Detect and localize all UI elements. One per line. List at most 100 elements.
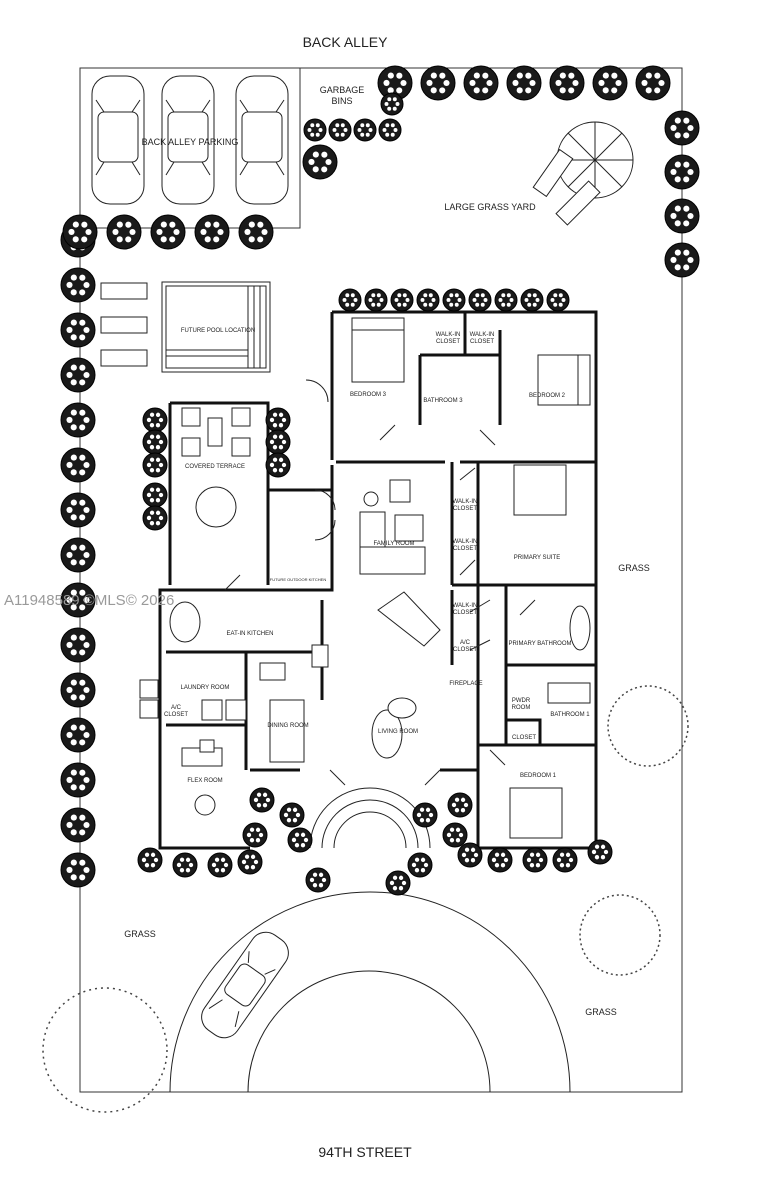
flex-room-label: FLEX ROOM	[187, 778, 222, 784]
driveway-car	[201, 931, 289, 1039]
tree-icon	[494, 288, 518, 312]
family-room-label: FAMILY ROOM	[373, 541, 414, 547]
tree-icon	[412, 802, 438, 828]
tree-icon	[416, 288, 440, 312]
circular-driveway	[169, 891, 571, 1093]
tree-icon	[385, 870, 411, 896]
grass-left-label: GRASS	[124, 929, 156, 939]
grass-bottom-label: GRASS	[585, 1007, 617, 1017]
furniture	[139, 317, 591, 839]
tree-icon	[380, 92, 404, 116]
doors	[224, 379, 536, 849]
tree-icon	[664, 198, 700, 234]
bathroom-1-label: BATHROOM 1	[550, 712, 590, 718]
tree-icon	[546, 288, 570, 312]
covered-terrace-label: COVERED TERRACE	[185, 464, 245, 470]
tree-icon	[60, 807, 96, 843]
tree-icon	[265, 407, 291, 433]
tree-icon	[242, 822, 268, 848]
tree-icon	[249, 787, 275, 813]
primary-bathroom-label: PRIMARY BATHROOM	[508, 641, 571, 647]
tree-icon	[664, 154, 700, 190]
ac-closet-label: A/C	[171, 705, 182, 711]
tree-icon	[265, 452, 291, 478]
yard-umbrella-loungers	[532, 121, 634, 226]
walk-in-closet-label: WALK-IN	[436, 332, 461, 338]
tree-icon	[137, 847, 163, 873]
fireplace-label: FIREPLACE	[449, 681, 482, 687]
dining-room-label: DINING ROOM	[267, 723, 308, 729]
tree-icon	[463, 65, 499, 101]
tree-icon	[468, 288, 492, 312]
tree-icon	[106, 214, 142, 250]
mls-watermark: A11948589 ©MLS© 2026	[4, 592, 174, 609]
tree-icon	[487, 847, 513, 873]
tree-icon	[60, 402, 96, 438]
walk-in-closet-label: CLOSET	[453, 546, 477, 552]
walk-in-closet-label: CLOSET	[436, 339, 460, 345]
tree-icon	[592, 65, 628, 101]
tree-icon	[60, 447, 96, 483]
car-icon	[91, 75, 145, 205]
yard-label: LARGE GRASS YARD	[444, 202, 536, 212]
street-label: 94TH STREET	[318, 1144, 412, 1160]
tree-icon	[60, 582, 96, 618]
tree-icon	[60, 762, 96, 798]
back-alley-label: BACK ALLEY	[303, 34, 388, 50]
tree-icon	[60, 717, 96, 753]
tree-icon	[522, 847, 548, 873]
tree-icon	[238, 214, 274, 250]
tree-icon	[194, 214, 230, 250]
walk-in-closet-label: CLOSET	[470, 339, 494, 345]
shrub-outlines	[42, 685, 689, 1113]
tree-icon	[60, 492, 96, 528]
tree-icon	[442, 822, 468, 848]
tree-icon	[442, 288, 466, 312]
bedroom-2-label: BEDROOM 2	[529, 393, 566, 399]
tree-icon	[328, 118, 352, 142]
tree-icon	[172, 852, 198, 878]
walk-in-closet-label: WALK-IN	[453, 499, 478, 505]
tree-icon	[60, 672, 96, 708]
parking-label: BACK ALLEY PARKING	[142, 137, 239, 147]
tree-icon	[378, 118, 402, 142]
tree-icon	[549, 65, 585, 101]
bathroom-3-label: BATHROOM 3	[423, 398, 463, 404]
tree-icon	[338, 288, 362, 312]
walk-in-closet-label: WALK-IN	[470, 332, 495, 338]
tree-icon	[237, 849, 263, 875]
walk-in-closet-label: WALK-IN	[453, 603, 478, 609]
walk-in-closet-label: CLOSET	[453, 610, 477, 616]
powder-room-label: ROOM	[512, 705, 531, 711]
tree-icon	[587, 839, 613, 865]
living-room-label: LIVING ROOM	[378, 729, 418, 735]
pool-label: FUTURE POOL LOCATION	[181, 328, 255, 334]
pool-loungers	[100, 282, 148, 367]
grass-right-label: GRASS	[618, 563, 650, 573]
tree-icon	[142, 429, 168, 455]
lot-boundary	[79, 67, 683, 1093]
tree-icon	[635, 65, 671, 101]
outdoor-kitchen-label: FUTURE OUTDOOR KITCHEN	[270, 577, 327, 582]
tree-icon	[407, 852, 433, 878]
bedroom-1-label: BEDROOM 1	[520, 773, 557, 779]
tree-icon	[60, 537, 96, 573]
bedroom-3-label: BEDROOM 3	[350, 392, 387, 398]
tree-icon	[142, 407, 168, 433]
car-icon	[235, 75, 289, 205]
primary-suite-label: PRIMARY SUITE	[514, 555, 560, 561]
tree-icon	[265, 429, 291, 455]
tree-icon	[60, 627, 96, 663]
tree-icon	[62, 214, 98, 250]
tree-icon	[664, 110, 700, 146]
eat-in-kitchen-label: EAT-IN KITCHEN	[227, 631, 274, 637]
tree-icon	[207, 852, 233, 878]
tree-icon	[142, 452, 168, 478]
tree-icon	[353, 118, 377, 142]
garbage-label-1: GARBAGE	[320, 85, 365, 95]
ac-closet-label: CLOSET	[453, 647, 477, 653]
tree-icon	[447, 792, 473, 818]
tree-icon	[364, 288, 388, 312]
tree-icon	[390, 288, 414, 312]
